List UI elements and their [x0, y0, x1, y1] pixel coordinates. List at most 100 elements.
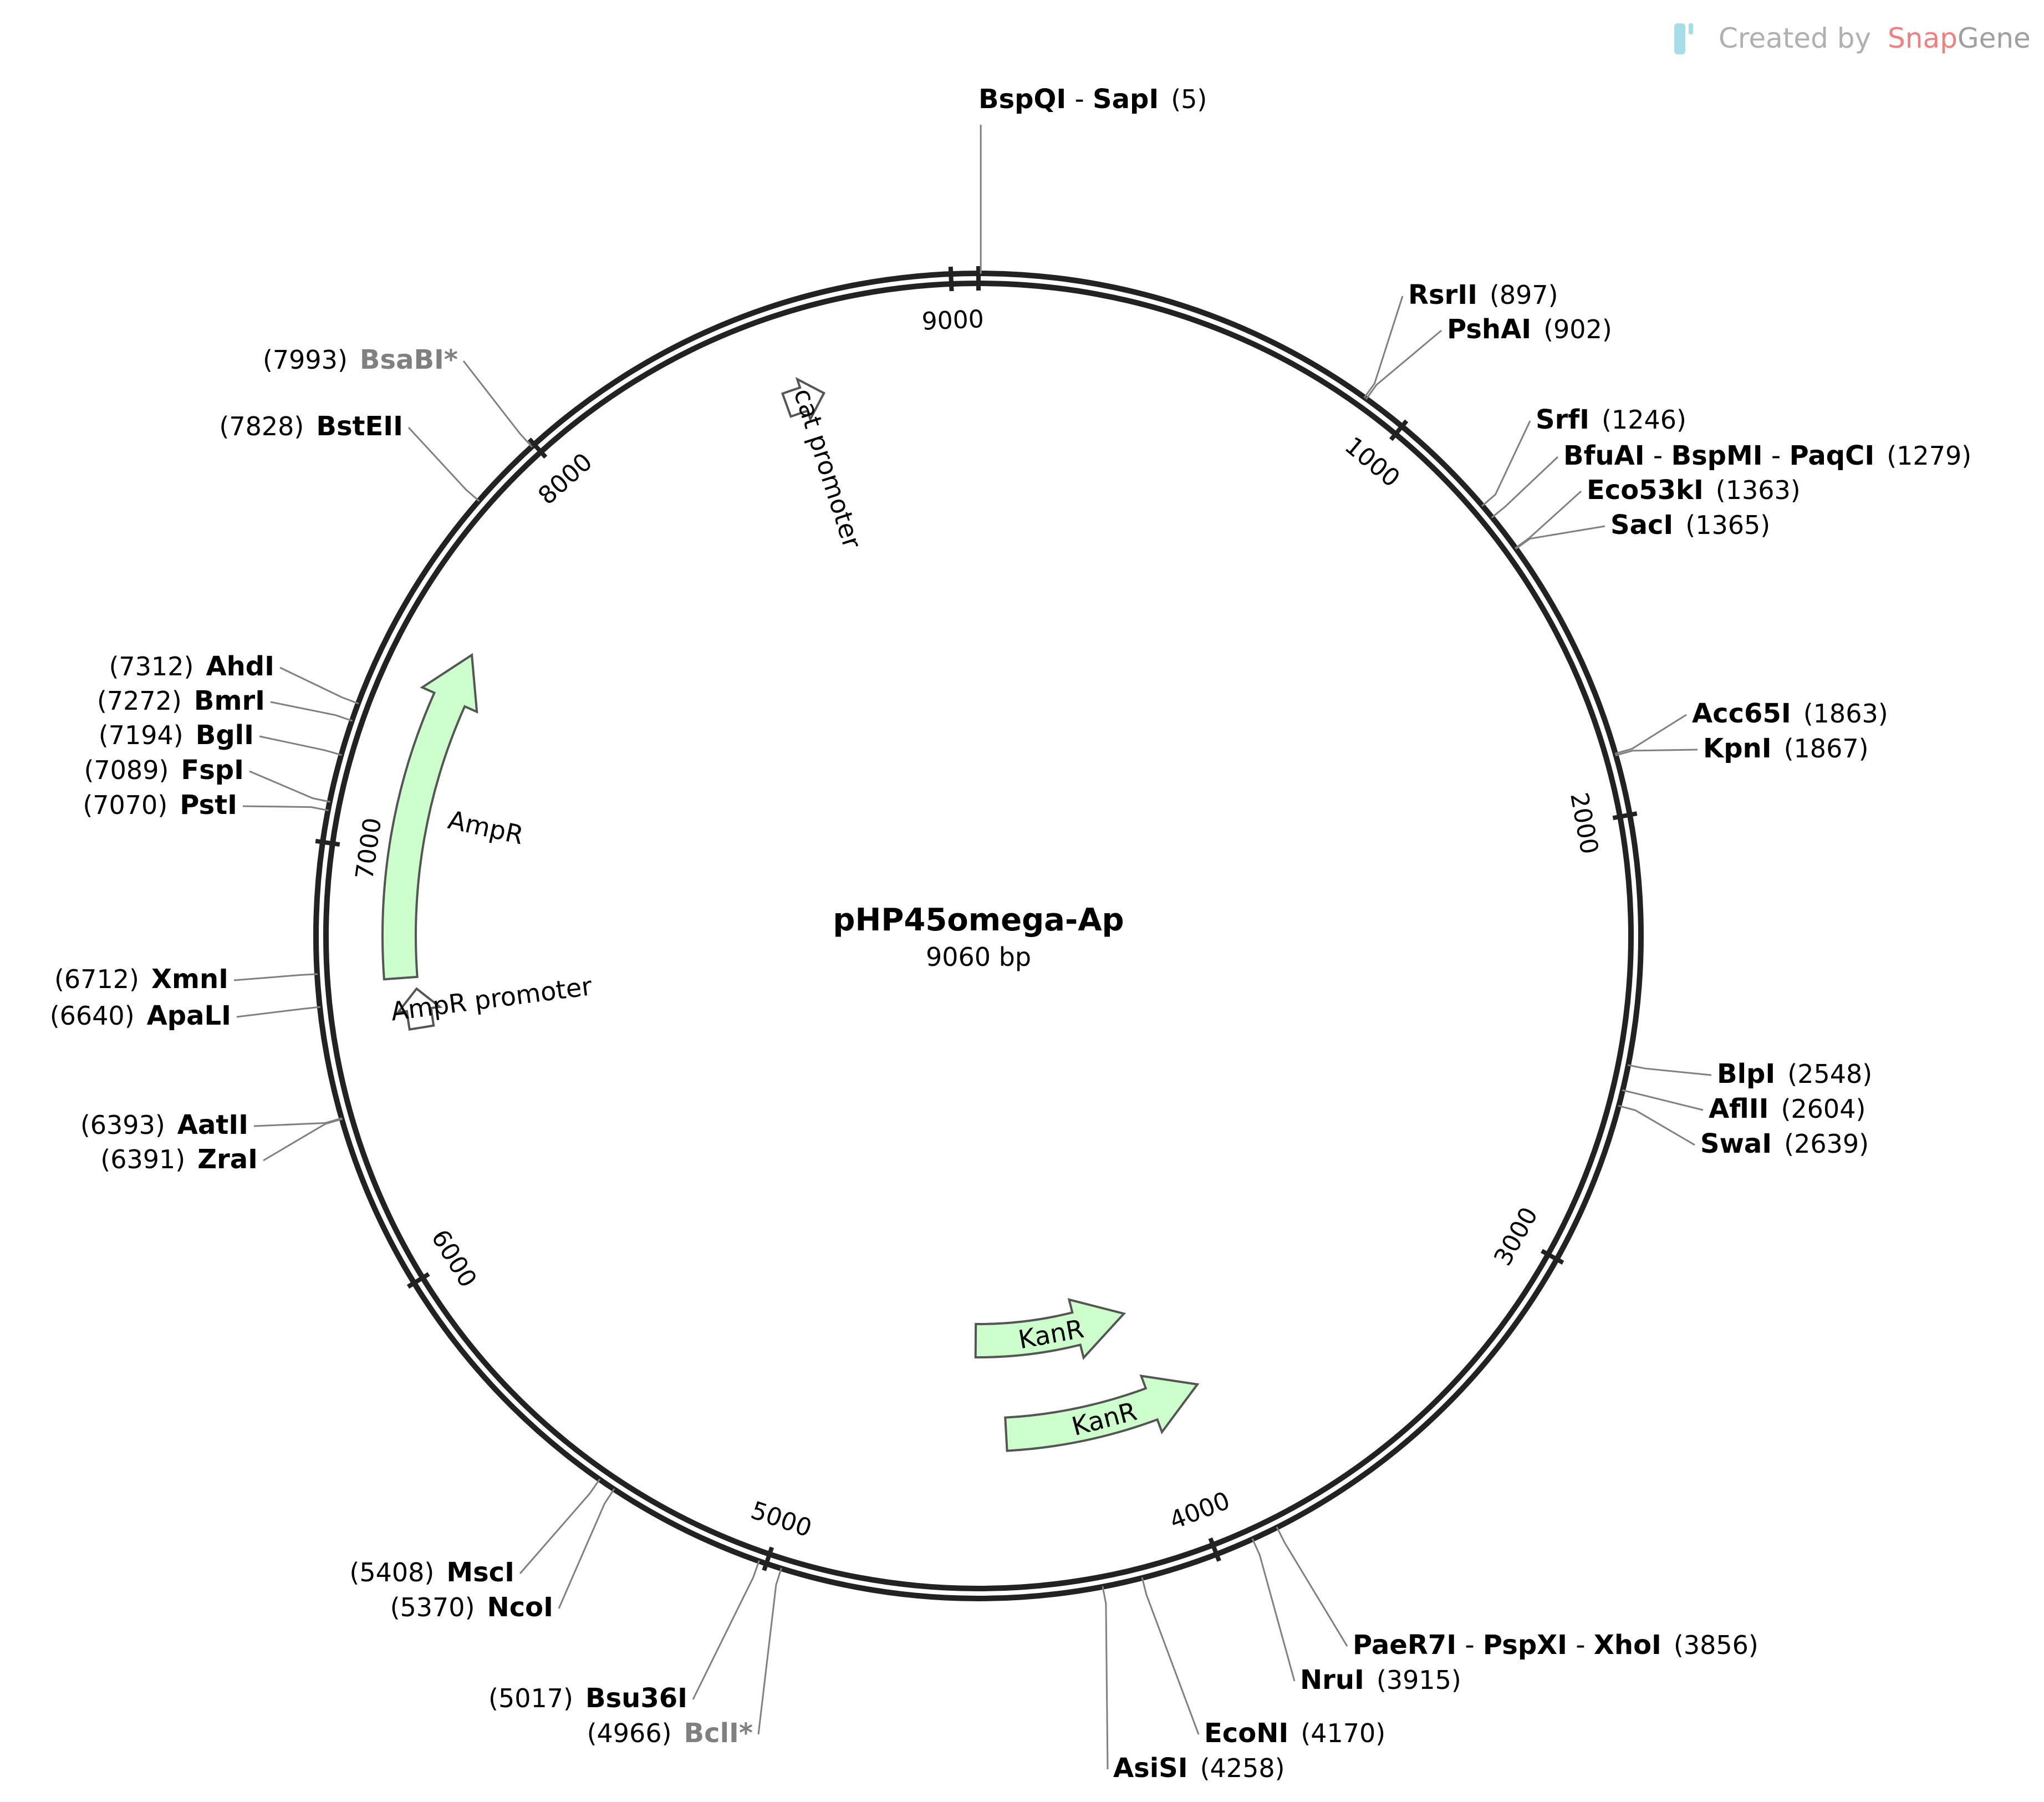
site-separator: - — [1066, 84, 1093, 115]
site-label: AflII(2604) — [1709, 1093, 1865, 1124]
branding: Created by SnapGene — [1674, 22, 2031, 54]
site-label: (6391)ZraI — [100, 1144, 258, 1175]
tick-label: 9000 — [921, 305, 985, 336]
leader-line — [1251, 1538, 1296, 1682]
tick-mark — [948, 266, 954, 292]
site-apali: (6640)ApaLI — [50, 1000, 321, 1031]
leader-line — [1363, 296, 1404, 399]
site-name: BmrI — [194, 685, 265, 716]
leader-line — [1618, 1104, 1695, 1146]
site-label: (7070)PstI — [83, 790, 237, 821]
feature-ampr-promoter: AmpR promoter — [389, 971, 594, 1031]
leader-line — [558, 1488, 615, 1609]
site-bsu36i: (5017)Bsu36I — [488, 1560, 760, 1714]
leader-line — [270, 701, 353, 722]
site-blpi: BlpI(2548) — [1627, 1058, 1872, 1090]
feature-label: AmpR promoter — [389, 971, 594, 1026]
leader-line — [1515, 490, 1582, 549]
site-label: (5370) NcoI — [390, 1592, 553, 1623]
site-label: (7194) BglI — [99, 720, 254, 751]
site-name: BlpI — [1717, 1058, 1775, 1090]
site-position: (1863) — [1803, 699, 1888, 729]
site-separator: - — [1456, 1630, 1483, 1661]
site-paer7i-pspxi-xhoi: PaeR7I - PspXI - XhoI(3856) — [1276, 1526, 1758, 1661]
site-bfuai-bspmi-paqci: BfuAI - BspMI - PaqCI(1279) — [1491, 440, 1971, 518]
site-econi: EcoNI(4170) — [1141, 1577, 1385, 1749]
tick-label: 3000 — [1489, 1203, 1543, 1271]
leader-line — [1491, 456, 1559, 518]
tick-label: 6000 — [426, 1225, 482, 1292]
site-position: (5370) — [390, 1592, 475, 1622]
feature-cat-promoter: cat promoter — [781, 376, 868, 552]
site-position: (5408) — [349, 1557, 434, 1587]
svg-text:Created by SnapGene: Created by SnapGene — [1719, 22, 2031, 54]
site-label: Acc65I(1863) — [1692, 698, 1888, 729]
site-label: AsiSI(4258) — [1113, 1753, 1285, 1784]
site-aatii: (6393) AatII — [80, 1109, 343, 1141]
tick-mark — [315, 838, 340, 847]
site-position: (5) — [1171, 84, 1207, 114]
site-separator: - — [1567, 1630, 1594, 1661]
site-asisi: AsiSI(4258) — [1102, 1586, 1285, 1784]
site-name: SapI — [1093, 84, 1159, 115]
leader-line — [233, 973, 318, 981]
site-bspqi-sapi: BspQI - SapI(5) — [978, 84, 1207, 274]
site-name: ApaLI — [147, 1000, 231, 1031]
site-position: (2639) — [1784, 1129, 1869, 1159]
site-position: (3915) — [1377, 1665, 1461, 1695]
site-position: (7070) — [83, 790, 167, 820]
site-name: XhoI — [1594, 1630, 1661, 1661]
site-label: BfuAI - BspMI - PaqCI(1279) — [1563, 440, 1971, 471]
site-position: (1363) — [1716, 475, 1801, 505]
feature-label: KanR — [1016, 1314, 1086, 1355]
feature-kanr: KanR — [1004, 1374, 1200, 1452]
site-label: BspQI - SapI(5) — [978, 84, 1207, 115]
site-name: BglI — [196, 720, 254, 751]
leader-line — [259, 735, 342, 756]
site-position: (7194) — [99, 720, 183, 750]
tick-mark — [1208, 1537, 1221, 1562]
site-label: PaeR7I - PspXI - XhoI(3856) — [1353, 1630, 1758, 1661]
site-bsteii: (7828) BstEII — [219, 411, 480, 502]
site-name: AatII — [177, 1109, 248, 1141]
site-name: AhdI — [206, 651, 274, 682]
leader-line — [1365, 329, 1442, 400]
site-label: RsrII(897) — [1408, 279, 1558, 310]
site-name: BsaBI* — [360, 344, 458, 375]
tick-label: 2000 — [1564, 790, 1604, 856]
leader-line — [1622, 1089, 1704, 1111]
leader-line — [519, 1478, 601, 1574]
site-name: BstEII — [316, 411, 403, 442]
tick-mark — [527, 437, 548, 459]
leader-line — [1614, 714, 1687, 755]
site-name: XmnI — [151, 964, 228, 995]
site-label: KpnI(1867) — [1703, 733, 1869, 764]
site-name: FspI — [181, 755, 244, 786]
site-name: NruI — [1300, 1664, 1364, 1696]
site-position: (7272) — [97, 686, 182, 716]
site-position: (7312) — [109, 651, 193, 681]
site-label: Eco53kI(1363) — [1587, 475, 1801, 506]
site-name: SrfI — [1536, 404, 1589, 435]
site-position: (4258) — [1200, 1753, 1285, 1783]
site-position: (7828) — [219, 411, 304, 441]
site-label: (4966)BclI* — [587, 1718, 753, 1749]
leader-line — [1615, 749, 1698, 757]
brand-prefix: Created by — [1719, 22, 1871, 54]
site-name: MscI — [446, 1557, 514, 1588]
leader-line — [236, 1006, 321, 1018]
site-fspi: (7089)FspI — [84, 755, 331, 803]
site-position: (6393) — [80, 1110, 165, 1140]
site-label: SacI(1365) — [1610, 510, 1770, 541]
site-separator: - — [1645, 440, 1671, 471]
site-position: (4170) — [1301, 1718, 1385, 1748]
site-rsrii: RsrII(897) — [1363, 279, 1558, 399]
feature-arrow — [395, 987, 443, 1031]
plasmid-length: 9060 bp — [926, 942, 1031, 972]
leader-line — [1276, 1526, 1348, 1647]
tick-mark — [762, 1546, 774, 1571]
site-name: ZraI — [197, 1144, 258, 1175]
site-name: NcoI — [487, 1592, 553, 1623]
site-position: (1246) — [1602, 405, 1686, 435]
site-label: (5408) MscI — [349, 1557, 514, 1588]
